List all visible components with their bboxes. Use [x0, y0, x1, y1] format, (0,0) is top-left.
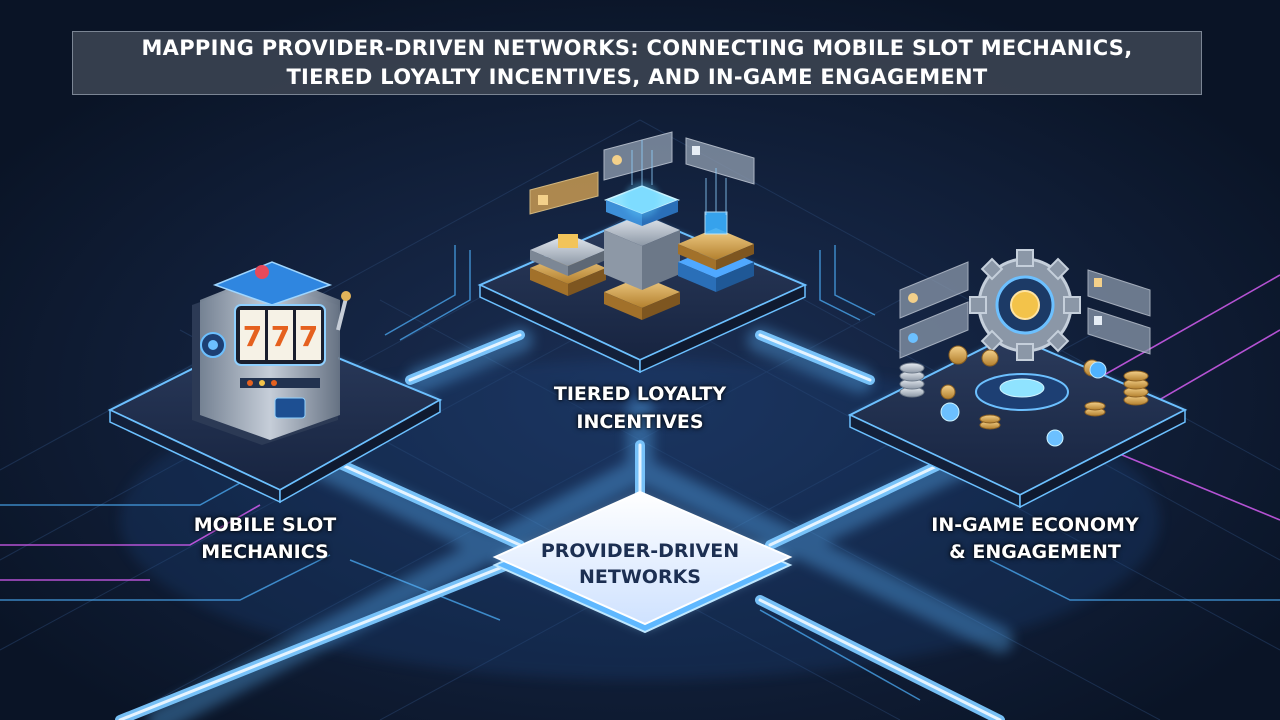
main-connectors — [115, 327, 1013, 720]
slot-reel-1: 7 — [243, 320, 262, 353]
slot-mechanics-label: MOBILE SLOT MECHANICS — [193, 514, 337, 563]
slot-reel-3: 7 — [299, 320, 318, 353]
economy-label: IN-GAME ECONOMY & ENGAGEMENT — [931, 514, 1139, 563]
slot-machine-icon: 7 7 7 — [192, 261, 351, 445]
gear-icon — [969, 249, 1081, 361]
loyalty-tier-stacks — [530, 182, 754, 320]
center-hub — [492, 490, 793, 634]
loyalty-label: TIERED LOYALTY INCENTIVES — [553, 383, 727, 433]
loyalty-info-cards — [529, 131, 755, 215]
title-banner: MAPPING PROVIDER-DRIVEN NETWORKS: CONNEC… — [72, 31, 1202, 95]
coin-stacks — [899, 345, 1149, 447]
provider-networks-label: PROVIDER-DRIVEN NETWORKS — [540, 540, 740, 588]
cyan-circuit-lines — [0, 245, 1280, 701]
economy-hub — [975, 373, 1069, 411]
slot-reel-2: 7 — [271, 320, 290, 353]
page-title: MAPPING PROVIDER-DRIVEN NETWORKS: CONNEC… — [141, 36, 1133, 89]
economy-info-cards — [899, 261, 1151, 359]
